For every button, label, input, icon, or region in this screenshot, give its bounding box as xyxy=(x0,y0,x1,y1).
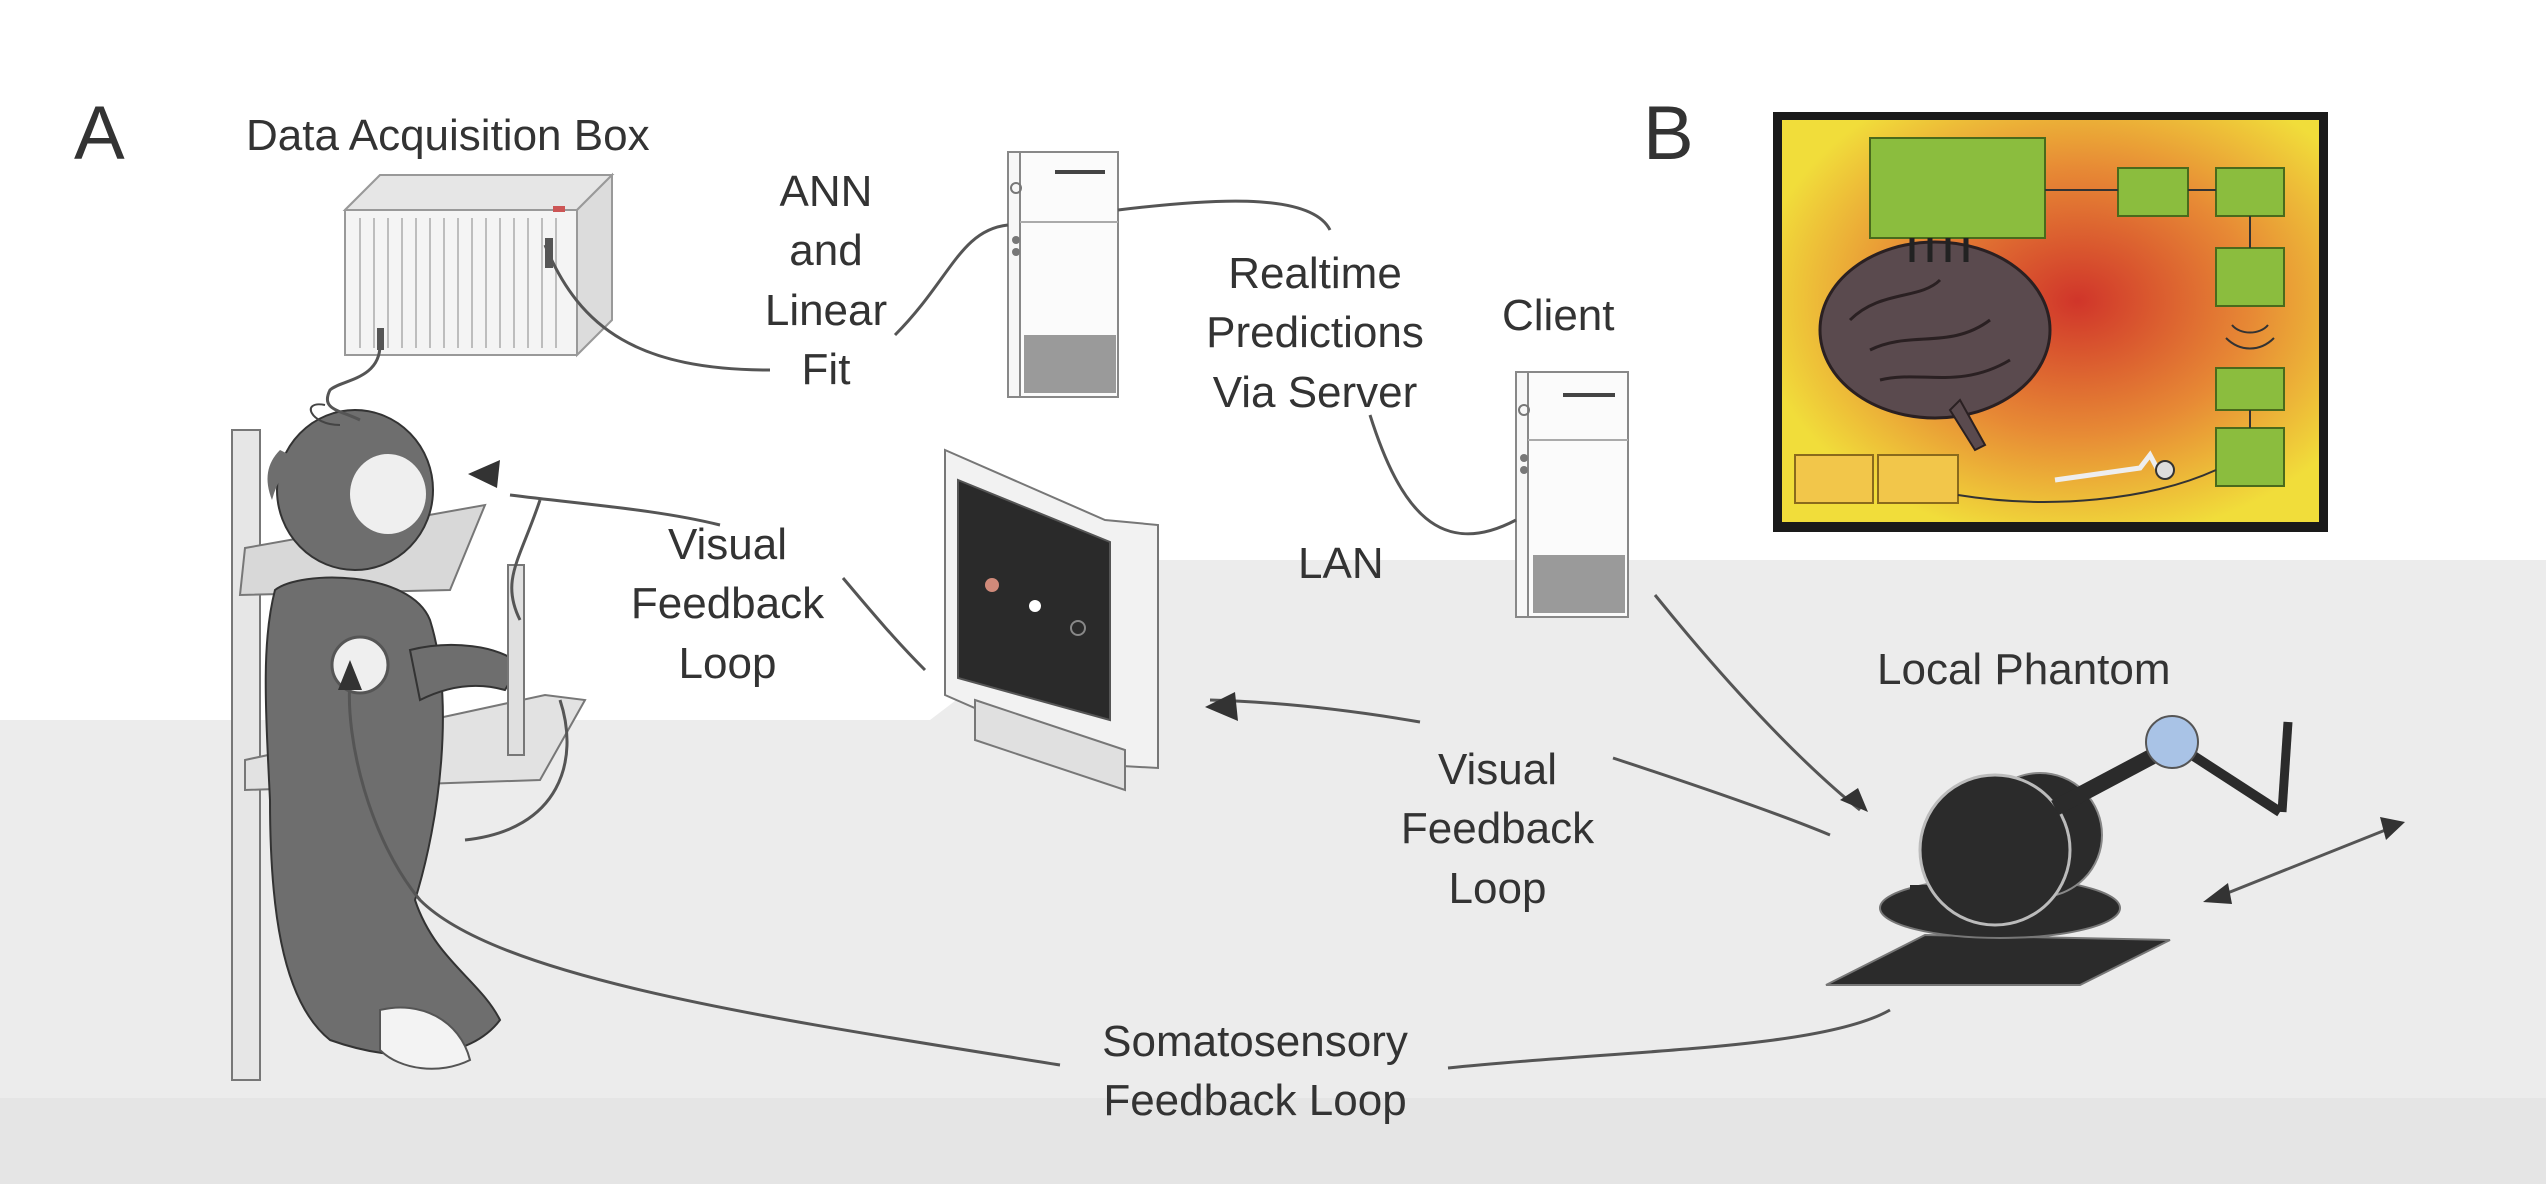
daq-label: Data Acquisition Box xyxy=(246,111,650,160)
ann-line-4: Fit xyxy=(801,345,851,395)
visual-right-line-3: Loop xyxy=(1448,863,1547,913)
visual-left-line-1: Visual xyxy=(667,520,788,569)
ann-line-1: ANN xyxy=(779,167,873,216)
ann-to-server-line xyxy=(893,223,1009,337)
arrowhead-soma xyxy=(338,660,362,690)
ann-line-3: Linear xyxy=(764,285,888,335)
realtime-line-3: Via Server xyxy=(1212,367,1418,417)
daq-to-monkey-cable xyxy=(325,344,382,422)
panel-a-letter: A xyxy=(74,91,125,176)
arrowhead-monkey xyxy=(468,460,500,488)
floor-shading xyxy=(0,560,2546,1184)
monitor-icon xyxy=(944,448,1159,792)
realtime-label: Realtime Predictions Via Server xyxy=(1170,244,1460,422)
server-to-realtime-line xyxy=(1117,199,1332,231)
visual-feedback-loop-right: Visual Feedback Loop xyxy=(1385,740,1610,918)
visual-right-line-1: Visual xyxy=(1437,745,1558,794)
soma-line-left xyxy=(347,679,1061,1067)
connector-lines xyxy=(325,199,2399,1070)
arrowhead-motion-left xyxy=(2203,883,2232,904)
daq-to-ann-cable xyxy=(543,244,771,372)
visual-feedback-loop-left: Visual Feedback Loop xyxy=(615,515,840,693)
realtime-line-2: Predictions xyxy=(1206,308,1424,358)
soma-line-1: Somatosensory xyxy=(1102,1017,1408,1066)
arrowhead-motion-right xyxy=(2380,817,2405,840)
client-label: Client xyxy=(1502,291,1615,340)
soma-line-right xyxy=(1447,1008,1891,1070)
soma-line-2: Feedback Loop xyxy=(1103,1076,1407,1126)
lan-label: LAN xyxy=(1298,539,1384,588)
brain-icon xyxy=(1818,240,2052,452)
somatosensory-label: Somatosensory Feedback Loop xyxy=(1055,1012,1455,1131)
daq-box-icon xyxy=(342,172,615,358)
visual-left-line-2: Feedback xyxy=(630,579,825,629)
inset-figure xyxy=(1773,112,2328,532)
arrowhead-phantom xyxy=(1840,788,1868,812)
ann-label: ANN and Linear Fit xyxy=(738,162,914,400)
client-computer-icon xyxy=(1515,371,1629,618)
client-to-phantom-line xyxy=(1653,594,1861,812)
visual-loop-pointer-right xyxy=(1612,756,1831,837)
robot-arm-icon xyxy=(1825,715,2293,986)
monkey-arm-line xyxy=(464,699,569,842)
visual-loop-pointer-left xyxy=(841,577,927,672)
daq-wire xyxy=(510,499,542,621)
local-phantom-label: Local Phantom xyxy=(1877,645,2171,694)
realtime-line-1: Realtime xyxy=(1228,249,1402,298)
panel-b-letter: B xyxy=(1643,91,1694,176)
floor-strip xyxy=(0,1098,2546,1184)
server-computer-icon xyxy=(1007,151,1119,398)
ann-line-2: and xyxy=(789,226,863,276)
monkey-icon xyxy=(231,403,587,1081)
lan-line xyxy=(1368,414,1517,536)
visual-right-line-2: Feedback xyxy=(1400,804,1595,854)
arrowheads xyxy=(338,460,2405,904)
arrowhead-monitor xyxy=(1205,692,1238,721)
visual-left-line-3: Loop xyxy=(678,638,777,688)
monkey-feedback-arrow-line xyxy=(509,493,721,527)
phantom-motion-line xyxy=(2209,823,2399,902)
